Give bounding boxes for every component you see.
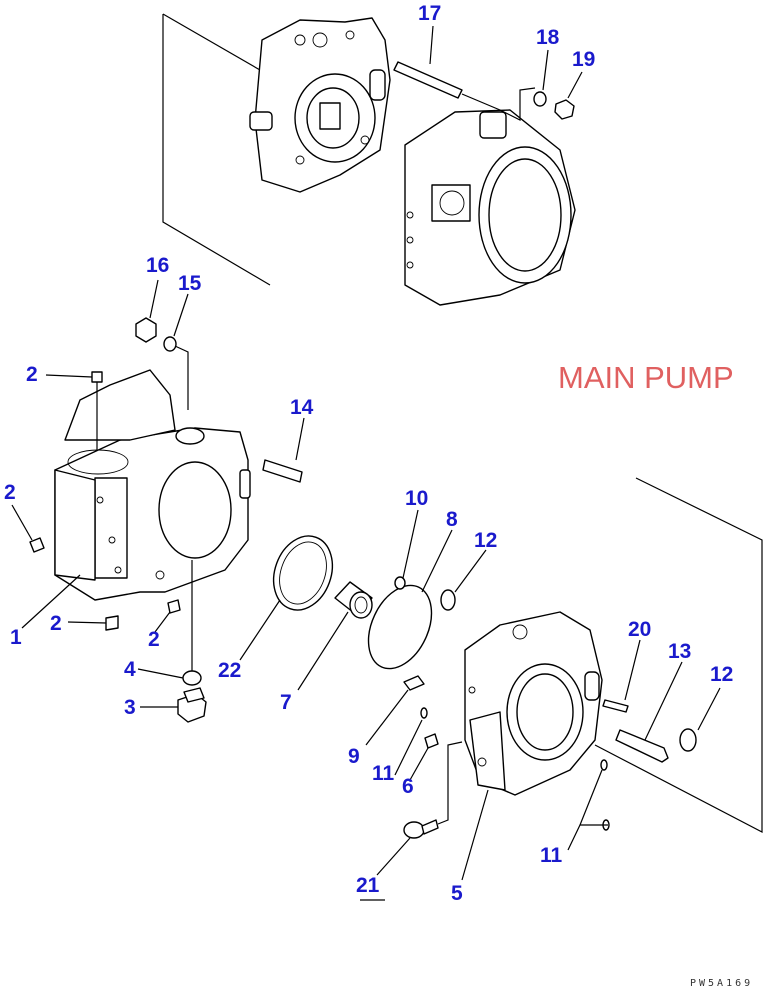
pin-11-right [600, 759, 608, 771]
callout-12-a: 12 [474, 529, 497, 552]
eye-bolt-21 [403, 741, 463, 839]
plugs-2 [29, 371, 181, 631]
callout-10: 10 [405, 487, 428, 510]
callout-2-c: 2 [50, 612, 62, 635]
nut-19 [554, 99, 575, 120]
front-case-5 [464, 611, 603, 796]
pin-20 [602, 699, 629, 713]
o-ring-12-upper [440, 589, 456, 611]
front-housing-top [404, 109, 576, 306]
o-ring-8 [367, 584, 433, 670]
pin-9 [403, 675, 425, 691]
callout-labels: 17 18 19 16 15 2 14 2 1 2 2 4 3 22 7 10 … [4, 2, 733, 905]
stud-bolt-17 [393, 61, 536, 121]
callout-3: 3 [124, 696, 136, 719]
bolt-13 [615, 729, 669, 763]
bearing-7 [334, 581, 373, 619]
leader-lines [11, 25, 721, 901]
rear-cover-housing-top [249, 17, 391, 193]
o-ring-4 [182, 670, 202, 686]
callout-16: 16 [146, 254, 169, 277]
callout-4: 4 [124, 658, 136, 681]
callout-18: 18 [536, 26, 560, 49]
callout-2-b: 2 [4, 481, 16, 504]
callout-13: 13 [668, 640, 691, 663]
callout-1: 1 [10, 626, 22, 649]
callout-15: 15 [178, 272, 202, 295]
drawing-code: PW5A169 [690, 978, 753, 988]
callout-19: 19 [572, 48, 595, 71]
callout-6: 6 [402, 775, 414, 798]
callout-8: 8 [446, 508, 458, 531]
plane-lines [162, 13, 763, 833]
callout-2-a: 2 [26, 363, 38, 386]
stud-14 [262, 459, 303, 483]
ring-22 [272, 535, 334, 611]
callout-22: 22 [218, 659, 241, 682]
callout-11-a: 11 [372, 762, 395, 785]
callout-5: 5 [451, 882, 463, 905]
o-ring-10 [394, 576, 406, 590]
callout-17: 17 [418, 2, 441, 25]
callout-20: 20 [628, 618, 651, 641]
plug-3 [177, 687, 207, 723]
callout-7: 7 [280, 691, 292, 714]
callout-9: 9 [348, 745, 360, 768]
pin-11-left [420, 707, 428, 719]
callout-21: 21 [356, 874, 380, 897]
washer-18 [533, 91, 547, 107]
callout-2-d: 2 [148, 628, 160, 651]
callout-11-b: 11 [540, 844, 563, 867]
nut-16 [135, 317, 157, 343]
callout-12-b: 12 [710, 663, 733, 686]
o-ring-12-lower [679, 728, 697, 752]
pump-case-1 [54, 369, 251, 601]
diagram-title: MAIN PUMP [558, 360, 734, 395]
washer-15 [163, 336, 177, 352]
callout-14: 14 [290, 396, 314, 419]
plug-6 [424, 733, 439, 749]
